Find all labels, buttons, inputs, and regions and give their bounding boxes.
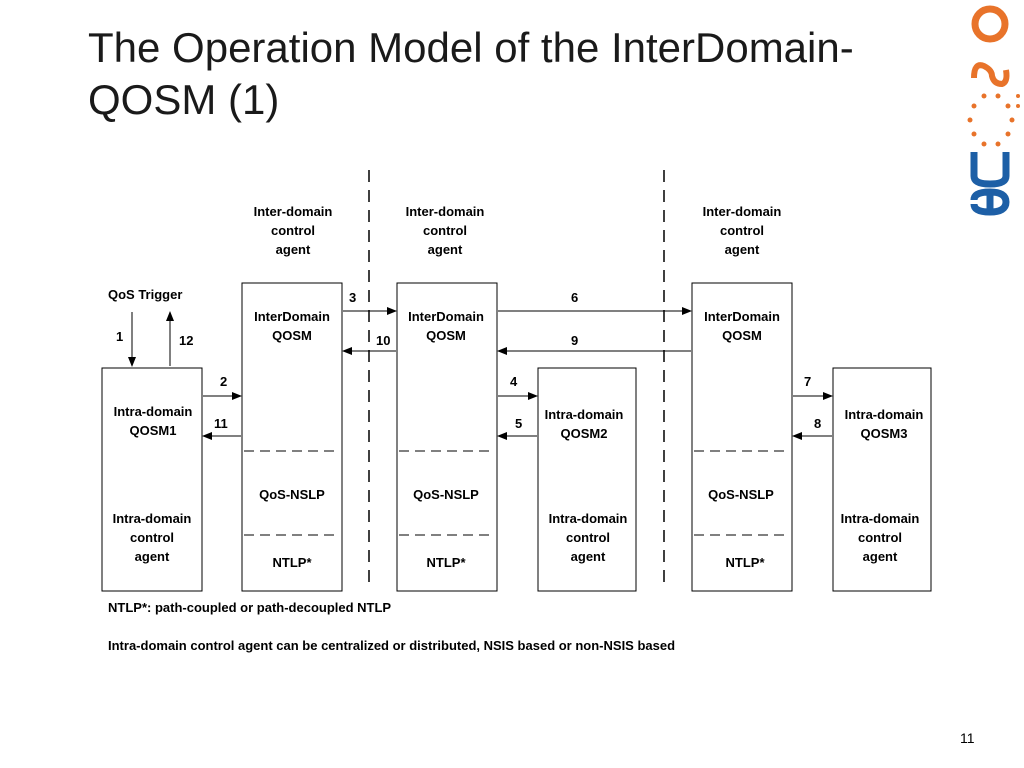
qos-nslp-label-1: QoS-NSLP (259, 487, 325, 502)
intra-qosm2-agent-l1: Intra-domain (549, 511, 628, 526)
step-label-4: 4 (510, 374, 518, 389)
qosm-label-3-l1: InterDomain (704, 309, 780, 324)
interdomain-qosm-box-3 (691, 282, 793, 592)
step-label-10: 10 (376, 333, 390, 348)
intra-qosm3-agent-l1: Intra-domain (841, 511, 920, 526)
step-label-2: 2 (220, 374, 227, 389)
ntlp-label-2: NTLP* (427, 555, 467, 570)
agent-note: Intra-domain control agent can be centra… (108, 638, 676, 653)
intra-qosm1-name-l2: QOSM1 (130, 423, 177, 438)
qosm-label-2-l1: InterDomain (408, 309, 484, 324)
intra-qosm3-box (832, 367, 932, 592)
intra-qosm3-name-l1: Intra-domain (845, 407, 924, 422)
qosm-label-1-l2: QOSM (272, 328, 312, 343)
qosm-label-2-l2: QOSM (426, 328, 466, 343)
interdomain-qosm-box-1 (241, 282, 343, 592)
step-label-8: 8 (814, 416, 821, 431)
slide-title-line1: The Operation Model of the InterDomain- (88, 24, 854, 71)
page-number: 11 (960, 730, 975, 746)
step-label-6: 6 (571, 290, 578, 305)
qos-nslp-label-2: QoS-NSLP (413, 487, 479, 502)
qosm-label-1-l1: InterDomain (254, 309, 330, 324)
intra-qosm1-box (101, 367, 203, 592)
qosm-label-3-l2: QOSM (722, 328, 762, 343)
intra-qosm3-agent-l3: agent (863, 549, 898, 564)
ntlp-label-3: NTLP* (726, 555, 766, 570)
intra-qosm1-name-l1: Intra-domain (114, 404, 193, 419)
intra-qosm2-agent-l3: agent (571, 549, 606, 564)
logo-eu-letters (970, 152, 1010, 216)
intra-qosm1-agent-l3: agent (135, 549, 170, 564)
agent-label-1-l1: Inter-domain (254, 204, 333, 219)
logo-os-letters (971, 5, 1010, 88)
intra-qosm2-box (537, 367, 637, 592)
slide-title-line2: QOSM (1) (88, 76, 280, 123)
interdomain-qosm-box-2 (396, 282, 498, 592)
ntlp-label-1: NTLP* (273, 555, 313, 570)
slide-title: The Operation Model of the InterDomain- … (88, 22, 948, 126)
step-label-5: 5 (515, 416, 522, 431)
ntlp-note: NTLP*: path-coupled or path-decoupled NT… (108, 600, 392, 615)
intra-qosm3-name-l2: QOSM3 (861, 426, 908, 441)
step-label-12: 12 (179, 333, 193, 348)
intra-qosm2-name-l2: QOSM2 (561, 426, 608, 441)
agent-label-1-l2: control (271, 223, 315, 238)
euqos-logo (967, 5, 1020, 216)
agent-label-3-l2: control (720, 223, 764, 238)
intra-qosm2-name-l1: Intra-domain (545, 407, 624, 422)
intra-qosm1-agent-l1: Intra-domain (113, 511, 192, 526)
agent-label-3-l3: agent (725, 242, 760, 257)
intra-qosm1-agent-l2: control (130, 530, 174, 545)
agent-label-3-l1: Inter-domain (703, 204, 782, 219)
step-label-11: 11 (214, 416, 228, 431)
agent-label-2-l3: agent (428, 242, 463, 257)
step-label-1: 1 (116, 329, 123, 344)
qos-trigger-label: QoS Trigger (108, 287, 182, 302)
intra-qosm3-agent-l2: control (858, 530, 902, 545)
step-label-3: 3 (349, 290, 356, 305)
intra-qosm2-agent-l2: control (566, 530, 610, 545)
agent-label-1-l3: agent (276, 242, 311, 257)
logo-stars-icon (967, 93, 1020, 147)
qos-nslp-label-3: QoS-NSLP (708, 487, 774, 502)
step-label-7: 7 (804, 374, 811, 389)
agent-label-2-l1: Inter-domain (406, 204, 485, 219)
step-label-9: 9 (571, 333, 578, 348)
agent-label-2-l2: control (423, 223, 467, 238)
